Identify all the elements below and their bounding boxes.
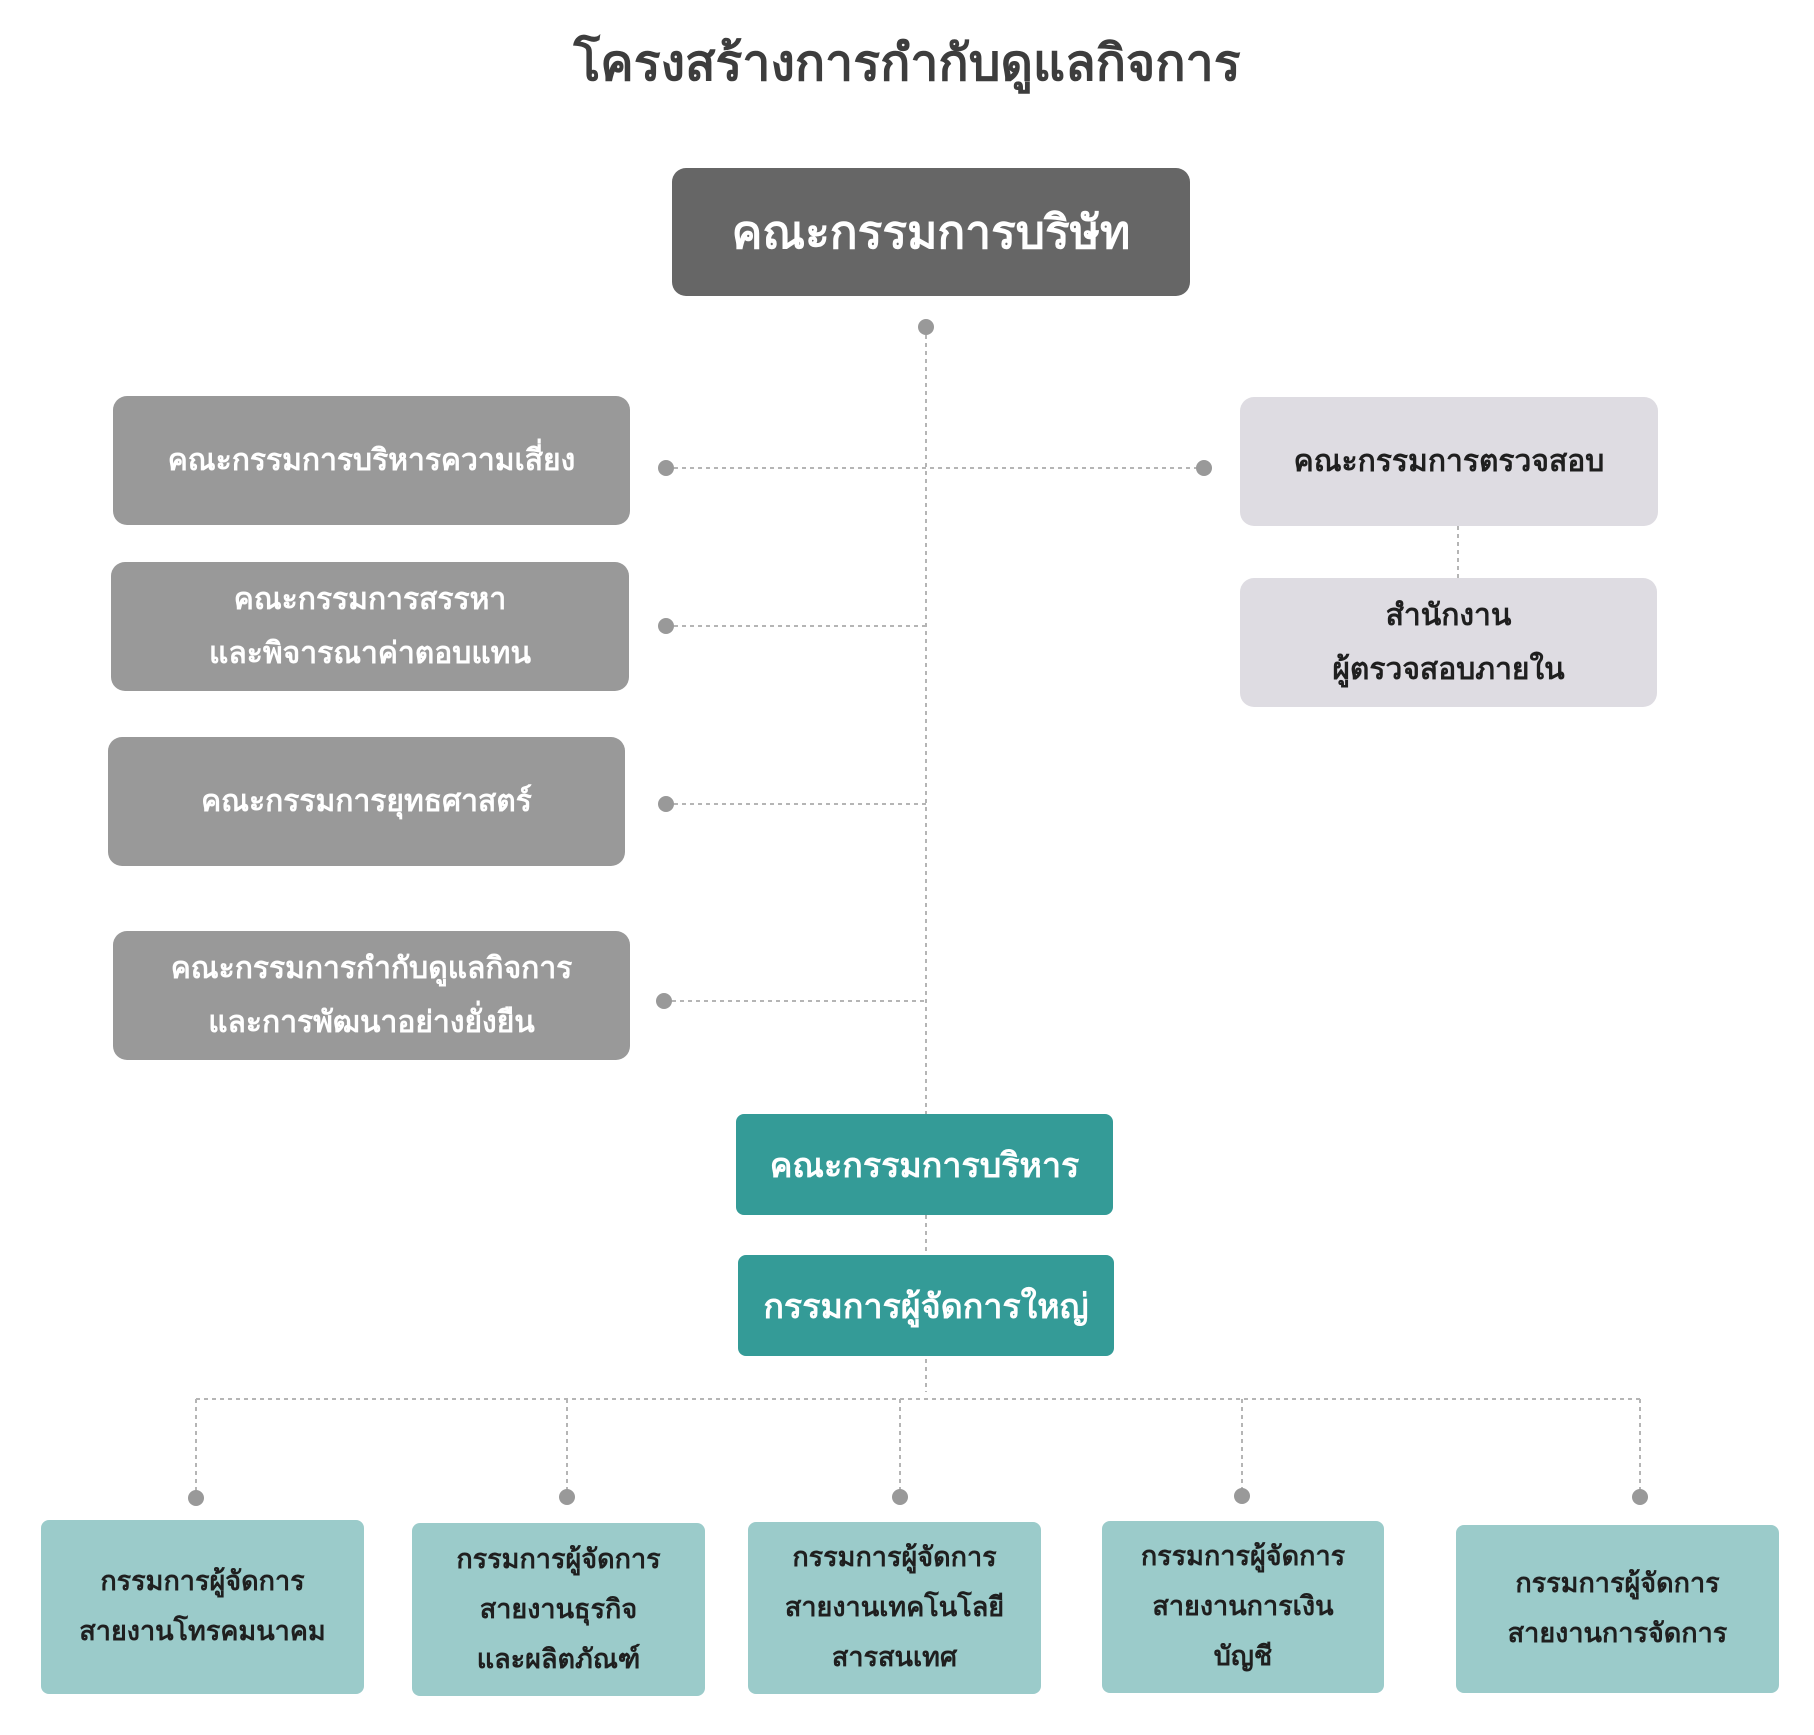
president-box: กรรมการผู้จัดการใหญ่ xyxy=(738,1255,1114,1356)
nomination-dot xyxy=(658,618,674,634)
department-management-box: กรรมการผู้จัดการ สายงานการจัดการ xyxy=(1456,1525,1779,1693)
governance-sustainability-committee-label: คณะกรรมการกำกับดูแลกิจการ และการพัฒนาอย่… xyxy=(170,950,573,1040)
audit-committee-box: คณะกรรมการตรวจสอบ xyxy=(1240,397,1658,526)
department-1-dot xyxy=(188,1490,204,1506)
strategy-committee-box: คณะกรรมการยุทธศาสตร์ xyxy=(108,737,625,866)
risk-dot xyxy=(658,460,674,476)
internal-audit-office-label: สำนักงาน ผู้ตรวจสอบภายใน xyxy=(1332,597,1565,687)
governance-sustainability-committee-box: คณะกรรมการกำกับดูแลกิจการ และการพัฒนาอย่… xyxy=(113,931,630,1060)
audit-committee-label: คณะกรรมการตรวจสอบ xyxy=(1293,443,1605,479)
department-management-label: กรรมการผู้จัดการ สายงานการจัดการ xyxy=(1507,1568,1728,1649)
department-2-dot xyxy=(559,1489,575,1505)
department-4-dot xyxy=(1234,1488,1250,1504)
audit-dot xyxy=(1196,460,1212,476)
department-telecom-box: กรรมการผู้จัดการ สายงานโทรคมนาคม xyxy=(41,1520,364,1694)
department-5-dot xyxy=(1632,1489,1648,1505)
president-label: กรรมการผู้จัดการใหญ่ xyxy=(763,1286,1089,1327)
department-finance-label: กรรมการผู้จัดการ สายงานการเงิน บัญชี xyxy=(1140,1541,1346,1672)
strategy-dot xyxy=(658,796,674,812)
department-business-box: กรรมการผู้จัดการ สายงานธุรกิจ และผลิตภัณ… xyxy=(412,1523,705,1696)
department-business-label: กรรมการผู้จัดการ สายงานธุรกิจ และผลิตภัณ… xyxy=(456,1543,661,1675)
risk-management-committee-label: คณะกรรมการบริหารความเสี่ยง xyxy=(167,442,576,478)
department-finance-box: กรรมการผู้จัดการ สายงานการเงิน บัญชี xyxy=(1102,1521,1384,1693)
department-it-label: กรรมการผู้จัดการ สายงานเทคโนโลยี สารสนเท… xyxy=(784,1542,1005,1673)
department-it-box: กรรมการผู้จัดการ สายงานเทคโนโลยี สารสนเท… xyxy=(748,1522,1041,1694)
board-of-directors-label: คณะกรรมการบริษัท xyxy=(731,204,1131,259)
department-telecom-label: กรรมการผู้จัดการ สายงานโทรคมนาคม xyxy=(79,1566,326,1647)
executive-committee-label: คณะกรรมการบริหาร xyxy=(769,1145,1080,1186)
nomination-remuneration-committee-box: คณะกรรมการสรรหา และพิจารณาค่าตอบแทน xyxy=(111,562,629,691)
department-3-dot xyxy=(892,1489,908,1505)
board-of-directors-box: คณะกรรมการบริษัท xyxy=(672,168,1190,296)
risk-management-committee-box: คณะกรรมการบริหารความเสี่ยง xyxy=(113,396,630,525)
strategy-committee-label: คณะกรรมการยุทธศาสตร์ xyxy=(201,783,532,819)
nomination-remuneration-committee-label: คณะกรรมการสรรหา และพิจารณาค่าตอบแทน xyxy=(209,581,531,671)
executive-committee-box: คณะกรรมการบริหาร xyxy=(736,1114,1113,1215)
chart-title: โครงสร้างการกำกับดูแลกิจการ xyxy=(573,34,1241,92)
board-dot xyxy=(918,319,934,335)
internal-audit-office-box: สำนักงาน ผู้ตรวจสอบภายใน xyxy=(1240,578,1657,707)
governance-dot xyxy=(656,993,672,1009)
